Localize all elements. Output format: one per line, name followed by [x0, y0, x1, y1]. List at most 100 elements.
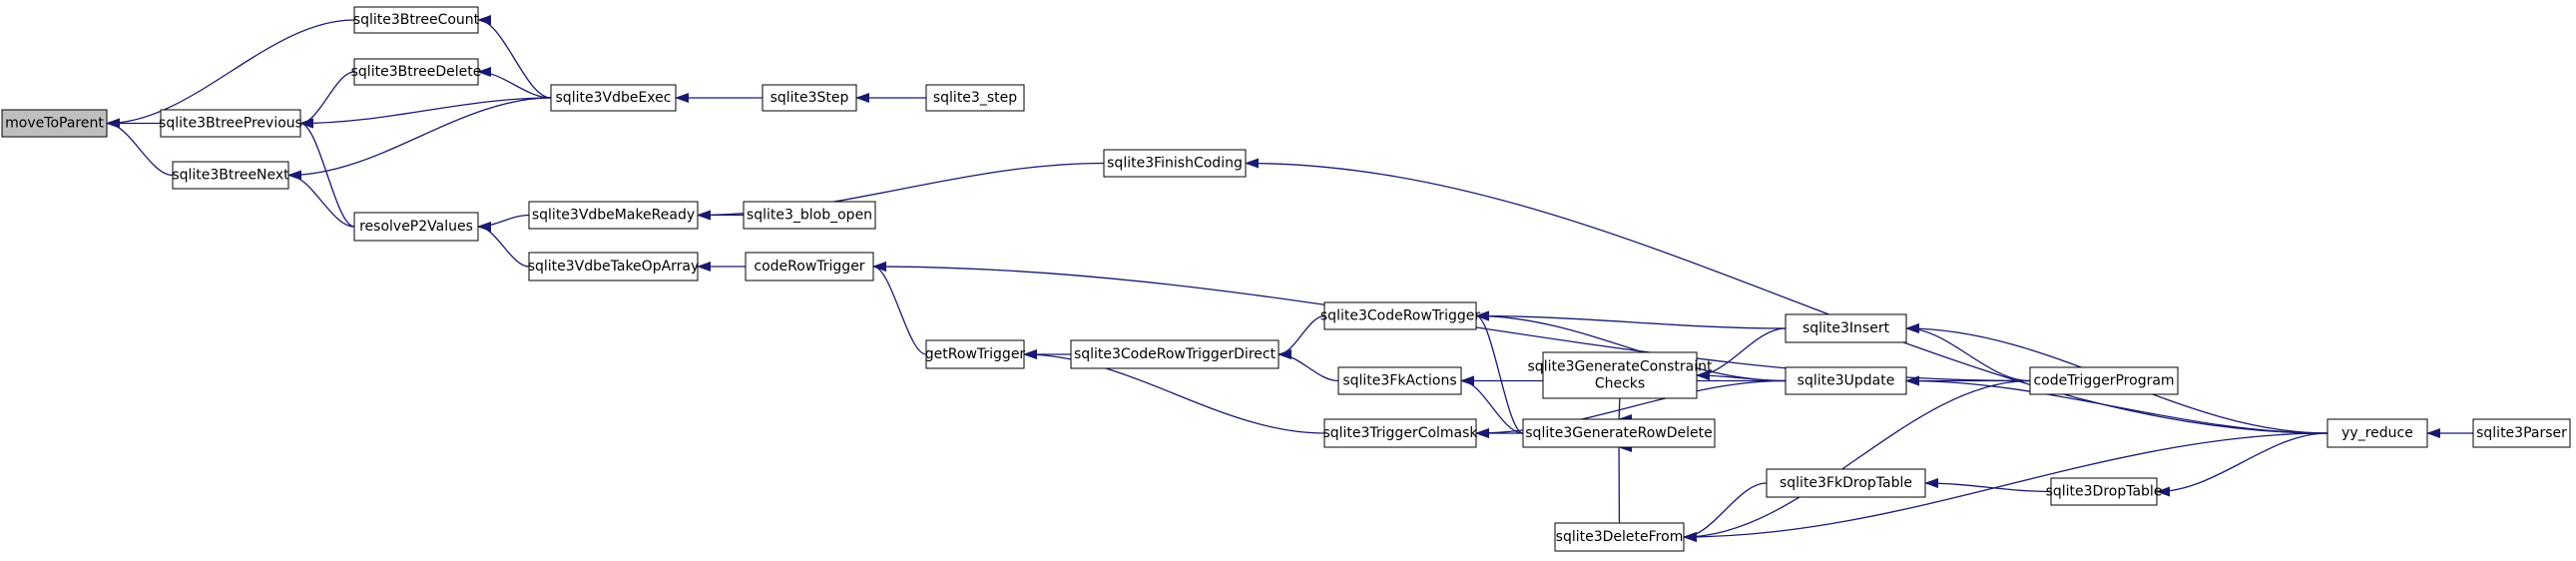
edge-code-trigger-program-to-sqlite3-delete-from [1683, 379, 2031, 542]
node-box [1323, 418, 1477, 448]
node-box [743, 201, 876, 230]
edge-sqlite3-fk-drop-table-to-sqlite3-delete-from [1683, 482, 1768, 542]
node-label: sqlite3Update [1798, 373, 1895, 389]
node-box [2326, 418, 2428, 448]
edge-sqlite3-update-to-sqlite3-trigger-colmask [1475, 379, 1787, 438]
node-box [745, 252, 874, 281]
node-label: sqlite3GenerateConstraint [1528, 359, 1713, 375]
node-sqlite3-fk-drop-table[interactable]: sqlite3FkDropTable [1766, 468, 1926, 498]
node-box [353, 6, 479, 34]
edge-get-row-trigger-to-code-row-trigger [872, 262, 927, 355]
node-sqlite3-code-row-trigger-direct[interactable]: sqlite3CodeRowTriggerDirect [1070, 339, 1280, 369]
node-sqlite3-drop-table[interactable]: sqlite3DropTable [2046, 477, 2163, 506]
node-sqlite3-vdbe-exec[interactable]: sqlite3VdbeExec [550, 84, 677, 112]
node-box [1103, 149, 1247, 178]
node-label: sqlite3BtreePrevious [159, 116, 302, 132]
node-box [1785, 366, 1907, 395]
edge-yy-reduce-to-sqlite3-delete-from [1683, 432, 2328, 542]
node-yy-reduce[interactable]: yy_reduce [2326, 418, 2428, 448]
node-box [1554, 522, 1685, 552]
edge-resolve-p2-values-to-sqlite3-btree-next [287, 170, 355, 228]
node-sqlite3-step[interactable]: sqlite3Step [762, 84, 857, 112]
node-sqlite3-insert[interactable]: sqlite3Insert [1785, 313, 1907, 343]
node-sqlite3-step[interactable]: sqlite3_step [925, 84, 1025, 112]
node-label: sqlite3_step [933, 90, 1017, 106]
edge-sqlite3-vdbe-exec-to-sqlite3-btree-count [477, 15, 552, 99]
node-box [1070, 339, 1280, 369]
node-box [2472, 418, 2571, 448]
edge-sqlite3-generate-row-delete-to-sqlite3-fk-actions [1460, 375, 1524, 434]
node-sqlite3-generate-row-delete[interactable]: sqlite3GenerateRowDelete [1522, 418, 1716, 448]
edge-sqlite3-update-to-sqlite3-generate-constraint-checks [1696, 370, 1787, 382]
edge-sqlite3-vdbe-take-op-array-to-resolve-p2-values [477, 222, 530, 268]
node-get-row-trigger[interactable]: getRowTrigger [925, 339, 1026, 369]
node-box [528, 252, 699, 281]
node-box [172, 161, 289, 190]
edge-sqlite3-trigger-colmask-to-get-row-trigger [1023, 349, 1325, 434]
node-label: sqlite3FinishCoding [1107, 156, 1243, 172]
node-sqlite3-update[interactable]: sqlite3Update [1785, 366, 1907, 395]
node-label: sqlite3DeleteFrom [1556, 529, 1684, 545]
node-label: sqlite3VdbeMakeReady [532, 208, 695, 224]
node-label: sqlite3BtreeCount [353, 12, 480, 28]
edge-sqlite3-vdbe-exec-to-sqlite3-btree-next [287, 97, 552, 181]
node-box [160, 109, 301, 138]
node-label: sqlite3VdbeExec [556, 90, 672, 106]
node-label: sqlite3CodeRowTriggerDirect [1074, 346, 1277, 362]
node-label: sqlite3Step [771, 90, 849, 106]
node-sqlite3-btree-next[interactable]: sqlite3BtreeNext [172, 161, 289, 190]
edge-yy-reduce-to-sqlite3-drop-table [2156, 432, 2328, 497]
node-label: yy_reduce [2341, 425, 2413, 441]
node-resolve-p2-values[interactable]: resolveP2Values [353, 212, 479, 242]
edge-code-trigger-program-to-sqlite3-insert [1905, 323, 2031, 382]
node-sqlite3-btree-count[interactable]: sqlite3BtreeCount [353, 6, 480, 34]
node-label: resolveP2Values [359, 219, 473, 235]
edge-sqlite3-btree-count-to-move-to-parent [106, 19, 355, 129]
node-box [1323, 301, 1477, 330]
node-box [1766, 468, 1926, 498]
node-sqlite3-trigger-colmask[interactable]: sqlite3TriggerColmask [1322, 418, 1478, 448]
node-code-trigger-program[interactable]: codeTriggerProgram [2029, 366, 2179, 395]
edge-yy-reduce-to-sqlite3-finish-coding [1245, 158, 2328, 434]
node-box [925, 84, 1025, 112]
node-box [1522, 418, 1716, 448]
node-sqlite3-vdbe-make-ready[interactable]: sqlite3VdbeMakeReady [528, 201, 699, 230]
node-label: sqlite3DropTable [2046, 484, 2163, 500]
node-box [550, 84, 677, 112]
node-label: sqlite3Parser [2476, 425, 2567, 441]
node-sqlite3-btree-delete[interactable]: sqlite3BtreeDelete [351, 58, 482, 86]
edge-sqlite3-vdbe-exec-to-sqlite3-btree-delete [477, 67, 552, 99]
node-sqlite3-parser[interactable]: sqlite3Parser [2472, 418, 2571, 448]
node-sqlite3-btree-previous[interactable]: sqlite3BtreePrevious [159, 109, 302, 138]
node-sqlite3-fk-actions[interactable]: sqlite3FkActions [1337, 366, 1462, 395]
node-sqlite3-code-row-trigger[interactable]: sqlite3CodeRowTrigger [1320, 301, 1480, 330]
node-sqlite3-blob-open[interactable]: sqlite3_blob_open [743, 201, 876, 230]
node-sqlite3-delete-from[interactable]: sqlite3DeleteFrom [1554, 522, 1685, 552]
node-box [762, 84, 857, 112]
node-box [2050, 477, 2158, 506]
node-label: sqlite3BtreeDelete [351, 64, 482, 80]
edge-sqlite3-btree-delete-to-sqlite3-btree-previous [299, 71, 355, 129]
edge-sqlite3-generate-row-delete-to-sqlite3-code-row-trigger [1475, 310, 1524, 434]
node-label: getRowTrigger [925, 346, 1026, 362]
node-move-to-parent[interactable]: moveToParent [1, 109, 108, 138]
edge-sqlite3-code-row-trigger-to-sqlite3-code-row-trigger-direct [1278, 314, 1325, 359]
node-code-row-trigger[interactable]: codeRowTrigger [745, 252, 874, 281]
nodes-layer: moveToParent sqlite3BtreeCount sqlite3Btre… [1, 6, 2571, 552]
node-label: sqlite3TriggerColmask [1322, 425, 1478, 441]
node-label: sqlite3Insert [1803, 320, 1890, 336]
node-box [1, 109, 108, 138]
node-box [353, 212, 479, 242]
node-box [353, 58, 479, 86]
node-sqlite3-vdbe-take-op-array[interactable]: sqlite3VdbeTakeOpArray [528, 252, 700, 281]
edge-sqlite3-insert-to-sqlite3-code-row-trigger [1475, 310, 1787, 329]
edge-sqlite3-delete-from-to-sqlite3-generate-row-delete [1618, 446, 1633, 524]
node-label: sqlite3_blob_open [747, 208, 872, 224]
node-label: sqlite3CodeRowTrigger [1320, 308, 1480, 324]
node-label: codeTriggerProgram [2033, 373, 2174, 389]
node-label: sqlite3GenerateRowDelete [1525, 425, 1712, 441]
node-box [925, 339, 1025, 369]
node-sqlite3-finish-coding[interactable]: sqlite3FinishCoding [1103, 149, 1247, 178]
edge-resolve-p2-values-to-sqlite3-btree-previous [299, 118, 355, 228]
